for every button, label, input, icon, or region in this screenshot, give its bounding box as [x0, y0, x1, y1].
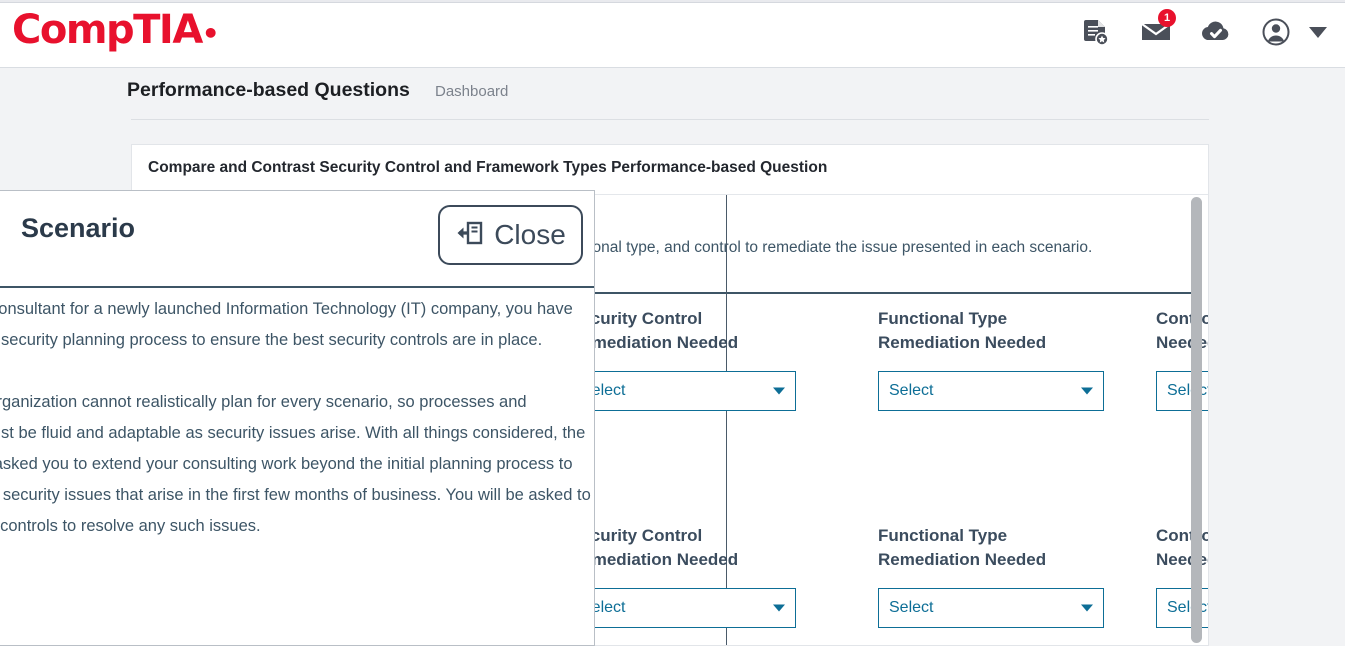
- header-divider: [131, 119, 1209, 120]
- functional-type-column: Functional Type Remediation Needed Selec…: [878, 524, 1104, 628]
- functional-type-select[interactable]: Select: [878, 371, 1104, 411]
- functional-type-select-value: Select: [889, 382, 934, 399]
- security-control-column-header: Security Control Remediation Needed: [570, 309, 739, 352]
- scenario-overlay-divider: [0, 286, 594, 288]
- cloud-check-icon[interactable]: [1199, 14, 1233, 50]
- chevron-down-icon: [773, 387, 785, 395]
- scenario-overlay-header: Scenario Close: [0, 191, 594, 265]
- chevron-down-icon: [773, 604, 785, 612]
- security-control-column-header: Security Control Remediation Needed: [570, 526, 739, 569]
- control-remediation-select-value: Select: [1167, 382, 1209, 399]
- exit-arrow-icon: [455, 219, 485, 252]
- functional-type-column-header: Functional Type Remediation Needed: [878, 526, 1047, 569]
- functional-type-column-header: Functional Type Remediation Needed: [878, 309, 1047, 352]
- card-scrollbar-track[interactable]: [1191, 197, 1202, 645]
- document-star-icon[interactable]: [1079, 14, 1113, 50]
- card-scrollbar-thumb[interactable]: [1191, 197, 1202, 643]
- scenario-overlay-body: As a security consultant for a newly lau…: [0, 294, 594, 573]
- card-title-divider: [132, 194, 1208, 195]
- security-control-select[interactable]: Select: [570, 371, 796, 411]
- chevron-down-icon: [1081, 604, 1093, 612]
- close-button-label: Close: [494, 219, 566, 250]
- question-card-title: Compare and Contrast Security Control an…: [148, 159, 828, 176]
- breadcrumb[interactable]: Dashboard: [435, 83, 509, 100]
- security-control-column: Security Control Remediation Needed Sele…: [570, 307, 820, 411]
- message-count-badge: 1: [1158, 9, 1176, 27]
- comptia-logo-text: CompTIA: [12, 7, 203, 53]
- comptia-logo[interactable]: CompTIA•: [12, 7, 220, 56]
- envelope-icon[interactable]: 1: [1139, 9, 1176, 50]
- chevron-down-icon: [1081, 387, 1093, 395]
- user-avatar-icon[interactable]: [1259, 14, 1293, 50]
- scenario-paragraph: However, an organization cannot realisti…: [0, 393, 591, 535]
- security-control-select[interactable]: Select: [570, 588, 796, 628]
- scenario-overlay-title: Scenario: [21, 213, 136, 243]
- browser-chrome-strip: [0, 0, 1345, 3]
- scenario-overlay-panel: Scenario Close As a security consultant …: [0, 190, 595, 646]
- scenario-paragraph: As a security consultant for a newly lau…: [0, 300, 573, 349]
- chat-column-divider: [726, 195, 727, 645]
- security-control-column: Security Control Remediation Needed Sele…: [570, 524, 820, 628]
- control-remediation-select-value: Select: [1167, 599, 1209, 616]
- page-title: Performance-based Questions: [127, 79, 410, 101]
- functional-type-select-value: Select: [889, 599, 934, 616]
- top-navigation-bar: CompTIA• 1: [0, 0, 1345, 68]
- chevron-down-icon[interactable]: [1309, 26, 1327, 38]
- comptia-logo-registered-mark: •: [201, 17, 220, 50]
- page-header: Performance-based Questions Dashboard: [127, 68, 1209, 121]
- top-nav-icon-group: 1: [1079, 9, 1327, 50]
- functional-type-select[interactable]: Select: [878, 588, 1104, 628]
- functional-type-column: Functional Type Remediation Needed Selec…: [878, 307, 1104, 411]
- close-button[interactable]: Close: [438, 205, 583, 265]
- instructions-divider: [150, 292, 1192, 294]
